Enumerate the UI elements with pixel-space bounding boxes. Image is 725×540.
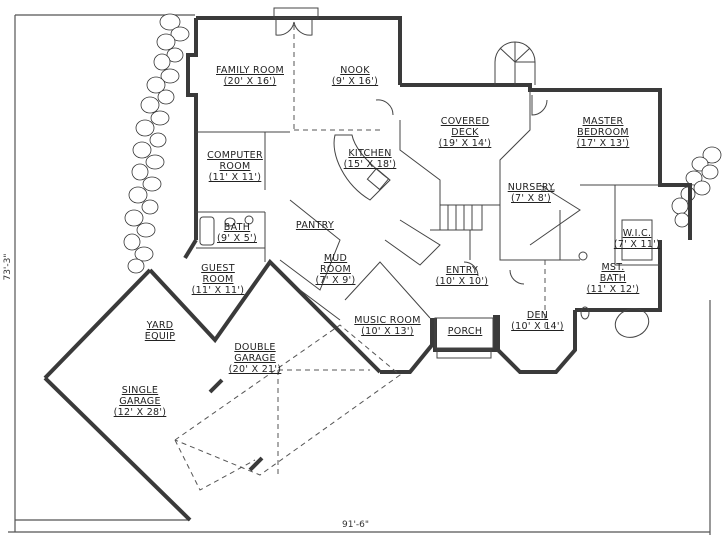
kitchen-island-icon — [333, 134, 391, 201]
interior-walls — [196, 90, 660, 321]
room-label-den: DEN(10' X 14') — [511, 310, 564, 332]
room-label-pantry: PANTRY — [295, 220, 335, 231]
room-label-mst-bath: MST.BATH(11' X 12') — [586, 262, 640, 295]
main-stair-icon — [384, 204, 483, 266]
room-label-bath: BATH(9' X 5') — [217, 222, 257, 244]
room-label-family-room: FAMILY ROOM(20' X 16') — [216, 65, 284, 87]
room-label-music-room: MUSIC ROOM(10' X 13') — [354, 315, 421, 337]
room-label-nook: NOOK(9' X 16') — [331, 65, 379, 87]
room-label-entry: ENTRY(10' X 10') — [435, 265, 489, 287]
room-label-wic: W.I.C.(7' X 11') — [613, 228, 661, 250]
overall-width-dimension: 91'-6" — [342, 520, 370, 530]
landscape-stones-left-icon — [123, 13, 190, 274]
room-label-porch: PORCH — [447, 326, 483, 337]
spiral-stair-icon — [494, 41, 536, 85]
landscape-stones-right-icon — [671, 146, 722, 228]
exterior-walls — [43, 16, 692, 522]
bathroom-fixtures — [199, 215, 653, 338]
dimension-lines — [8, 14, 711, 535]
doors — [273, 7, 548, 285]
room-label-kitchen: KITCHEN(15' X 18') — [343, 148, 397, 170]
dashed-lines — [174, 25, 555, 491]
overall-depth-dimension: 73'-3" — [3, 253, 13, 281]
room-label-nursery: NURSERY(7' X 8') — [507, 182, 555, 204]
porch-outline — [434, 317, 494, 359]
